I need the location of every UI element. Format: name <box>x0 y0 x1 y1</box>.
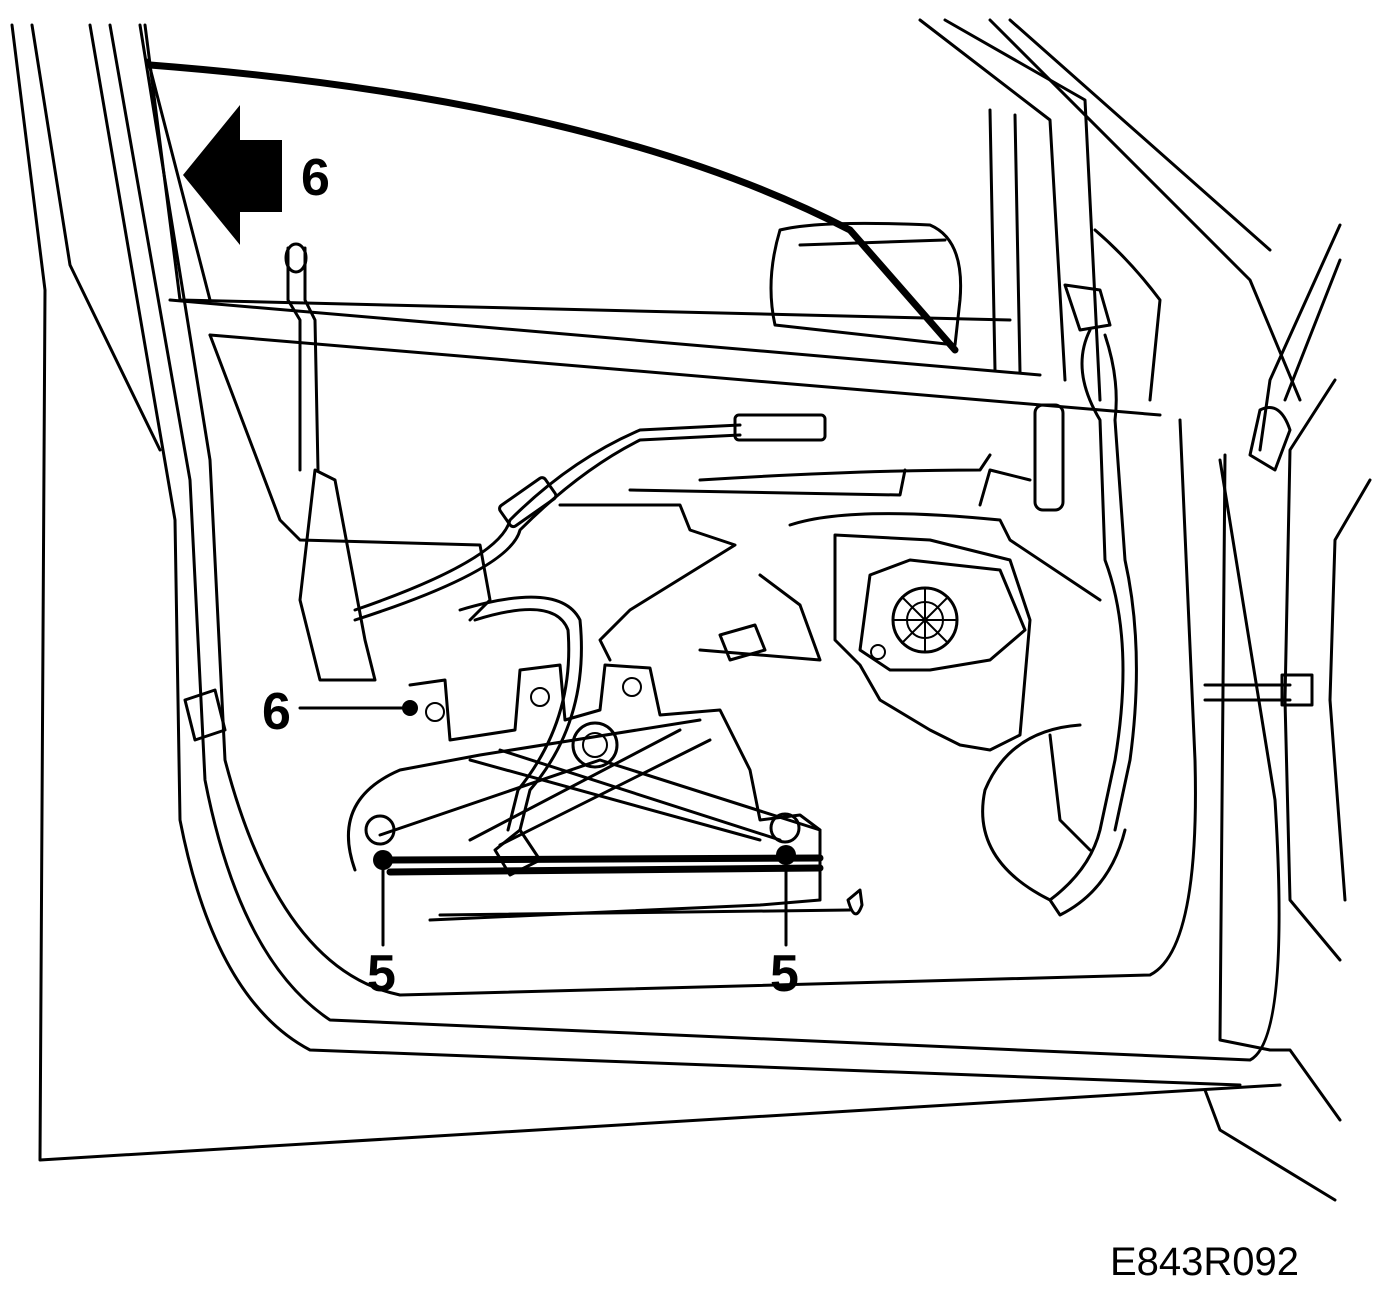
nut-marker-right <box>776 845 796 865</box>
panel-cutouts <box>208 333 1102 662</box>
bolt-marker-bracket <box>402 700 418 716</box>
speaker-opening <box>981 723 1127 917</box>
callout-label-bracket-bolts: 6 <box>262 683 291 741</box>
callout-label-right-nut: 5 <box>770 945 799 1003</box>
mirror-mount <box>769 221 963 347</box>
window-regulator <box>346 595 864 922</box>
lock-rod-cable <box>284 242 827 682</box>
callout-label-left-nut: 5 <box>367 945 396 1003</box>
harness-right <box>1048 228 1314 902</box>
callout-label-arrow-step: 6 <box>301 149 330 207</box>
b-pillar <box>183 223 1372 1202</box>
regulator-motor <box>833 533 1032 752</box>
figure-id: E843R092 <box>1110 1240 1300 1284</box>
window-frame <box>146 18 1302 417</box>
nut-marker-left <box>373 850 393 870</box>
direction-arrow <box>183 105 282 245</box>
